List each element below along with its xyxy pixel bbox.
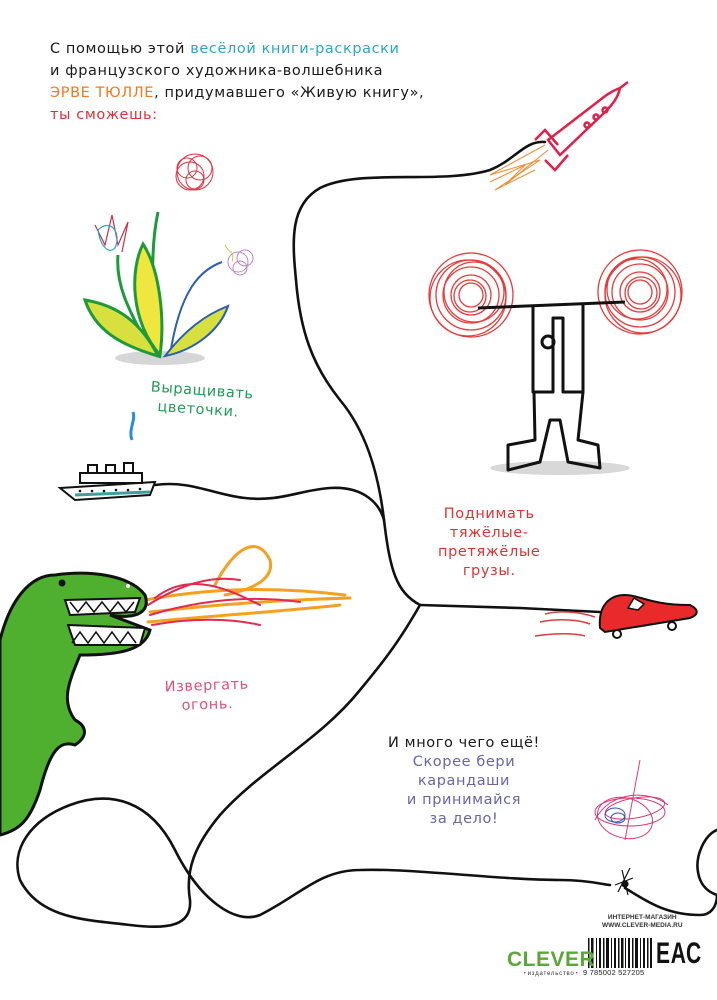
car-illustration bbox=[534, 593, 698, 639]
intro-line-4: ты сможешь: bbox=[50, 107, 158, 123]
intro-text-plain: С помощью этой bbox=[50, 41, 191, 57]
caption-line: тяжёлые- bbox=[449, 525, 529, 541]
caption-line: огонь. bbox=[181, 696, 234, 714]
isbn-number: 9 785002 527205 bbox=[583, 968, 645, 977]
caption-headline: И много чего ещё! bbox=[388, 735, 540, 751]
fire-illustration bbox=[143, 545, 352, 626]
caption-flowers: Выращивать цветочки. bbox=[149, 378, 254, 423]
publisher-logo: CLEVER издательство bbox=[507, 949, 595, 978]
author-name: ЭРВЕ ТЮЛЛЕ bbox=[50, 85, 155, 101]
intro-text-plain: , придумавшего «Живую книгу», bbox=[154, 85, 425, 101]
online-shop-info: ИНТЕРНЕТ-МАГАЗИН WWW.CLEVER-MEDIA.RU bbox=[602, 914, 683, 930]
caption-line: Извергать bbox=[164, 676, 250, 696]
caption-more: И много чего ещё! Скорее бери карандаши … bbox=[388, 734, 540, 829]
caption-line: карандаши bbox=[417, 773, 511, 789]
publisher-logo-text: CLEVER bbox=[507, 948, 596, 971]
caption-weights: Поднимать тяжёлые- претяжёлые грузы. bbox=[438, 505, 540, 581]
caption-line: претяжёлые bbox=[438, 544, 541, 560]
intro-text: С помощью этой весёлой книги-раскраски и… bbox=[50, 38, 424, 126]
caption-fire: Извергать огонь. bbox=[164, 676, 249, 717]
caption-line: Скорее бери bbox=[412, 754, 516, 770]
caption-line: за дело! bbox=[429, 811, 499, 827]
caption-line: грузы. bbox=[462, 563, 516, 579]
flower-illustration bbox=[82, 153, 254, 365]
eac-certification-mark: ЕАС bbox=[656, 937, 702, 970]
intro-line-1: С помощью этой весёлой книги-раскраски bbox=[50, 38, 424, 60]
weightlifter-illustration bbox=[428, 249, 683, 475]
intro-line-2: и французского художника-волшебника bbox=[50, 63, 384, 79]
star-knot-icon bbox=[614, 867, 634, 896]
caption-line: Поднимать bbox=[443, 506, 535, 522]
shop-label: ИНТЕРНЕТ-МАГАЗИН bbox=[607, 914, 677, 921]
drawing-line bbox=[16, 140, 717, 929]
scribble-illustration bbox=[594, 759, 669, 841]
publisher-subtitle: издательство bbox=[507, 970, 595, 978]
shop-url[interactable]: WWW.CLEVER-MEDIA.RU bbox=[602, 922, 683, 929]
intro-highlight: весёлой книги-раскраски bbox=[190, 41, 400, 57]
intro-line-3: ЭРВЕ ТЮЛЛЕ, придумавшего «Живую книгу», bbox=[50, 82, 424, 104]
rocket-illustration bbox=[489, 81, 629, 191]
dinosaur-illustration bbox=[0, 571, 152, 837]
barcode bbox=[588, 938, 652, 968]
caption-line: и принимайся bbox=[406, 792, 522, 808]
ship-illustration bbox=[57, 411, 157, 502]
